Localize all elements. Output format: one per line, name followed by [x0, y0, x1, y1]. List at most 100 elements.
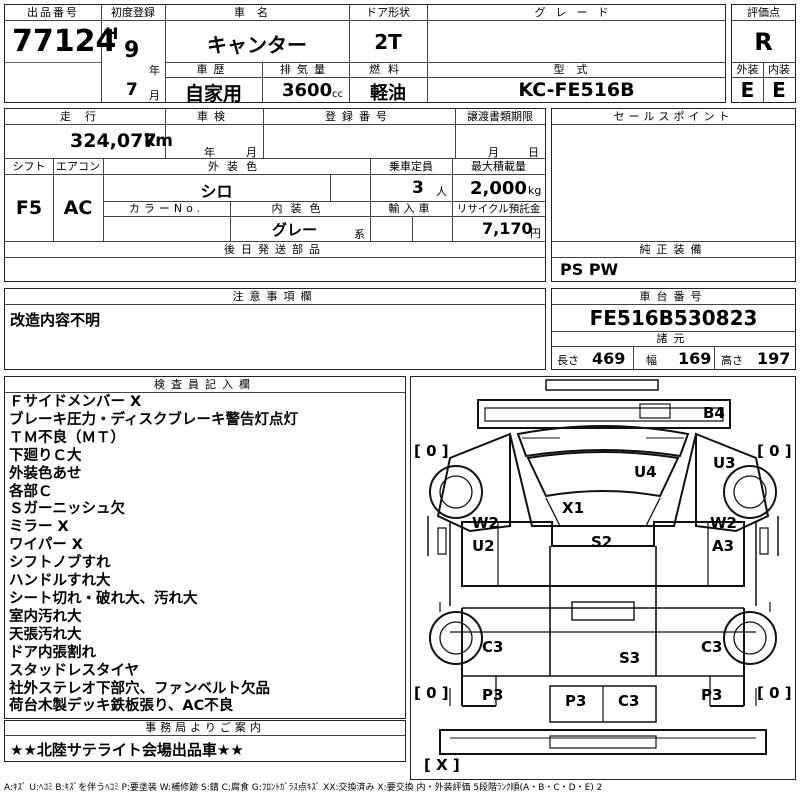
- inspector-note-line: 天張汚れ大: [9, 626, 82, 643]
- capacity-unit: 人: [436, 185, 447, 198]
- mark-c3-center: C3: [618, 692, 640, 710]
- history-label: 車歴: [196, 63, 231, 76]
- office-notice: ★★北陸サテライト会場出品車★★: [10, 741, 244, 759]
- first-registration-label: 初度登録: [111, 6, 155, 19]
- height: 197: [757, 349, 791, 368]
- year-unit: 年: [149, 64, 160, 77]
- first-registration-era: H: [105, 24, 119, 43]
- mileage-label: 走行: [60, 110, 110, 123]
- mark-c3-right: C3: [701, 638, 723, 656]
- sales-point-label: セールスポイント: [613, 110, 734, 123]
- model-code-label: 型式: [553, 63, 600, 76]
- inspection-label: 車検: [197, 110, 231, 123]
- exterior-color: シロ: [200, 182, 233, 201]
- deadline-month-unit: 月: [488, 146, 499, 159]
- max-load-unit: kg: [528, 184, 542, 197]
- office-notice-label: 事務局よりご案内: [145, 721, 265, 734]
- tire-front-right: [ 0 ]: [757, 442, 792, 460]
- mark-x1: X1: [562, 499, 585, 517]
- interior-score-label: 内装: [768, 63, 790, 76]
- recycle-fee: 7,170: [482, 219, 533, 238]
- inspector-note-line: 下廻りＣ大: [9, 447, 82, 464]
- mark-c3-left: C3: [482, 638, 504, 656]
- inspector-note-line: 各部Ｃ: [9, 483, 53, 500]
- inspector-note-line: スタッドレスタイヤ: [9, 662, 140, 679]
- height-label: 高さ: [721, 354, 743, 367]
- spare-tire: [ X ]: [424, 756, 460, 774]
- mark-s2: S2: [591, 533, 613, 551]
- displacement: 3600: [282, 80, 333, 101]
- color-number-label: カラーNo.: [128, 202, 205, 215]
- inspector-note-line: 荷台木製デッキ鉄板張り、AC不良: [9, 698, 234, 715]
- tire-rear-left: [ 0 ]: [414, 684, 449, 702]
- plate-number-label: 登録番号: [325, 110, 393, 123]
- later-parts-label: 後日発送部品: [224, 243, 326, 256]
- mileage: 324,077: [70, 130, 157, 152]
- inspector-note-line: ミラー X: [9, 519, 69, 536]
- fuel-label: 燃料: [369, 63, 407, 76]
- inspector-note-line: ハンドルすれ大: [9, 573, 111, 590]
- inspector-note-line: ドア内張割れ: [9, 644, 96, 661]
- interior-color-label: 内装色: [271, 202, 329, 215]
- dimensions-label: 諸元: [656, 332, 691, 345]
- mark-w2-left: W2: [472, 514, 499, 532]
- exterior-score: E: [740, 78, 755, 102]
- inspector-note-line: 室内汚れ大: [9, 608, 82, 625]
- deadline-day-unit: 日: [528, 146, 539, 159]
- displacement-unit: cc: [332, 89, 343, 100]
- interior-color-unit: 系: [354, 228, 365, 241]
- length-label: 長さ: [557, 354, 579, 367]
- grade-label: グレード: [534, 6, 619, 19]
- lot-number: 77124: [12, 24, 117, 59]
- inspector-note-line: シート切れ・破れ大、汚れ大: [9, 590, 198, 607]
- first-registration-month: 7: [126, 80, 138, 100]
- lot-number-label: 出品番号: [27, 6, 79, 19]
- inspector-notes-block: [4, 376, 406, 719]
- inspector-note-line: ＴＭ不良（ＭＴ）: [9, 429, 125, 446]
- interior-color: グレー: [272, 221, 318, 239]
- caution-block: [4, 288, 546, 370]
- door-type: 2T: [374, 30, 402, 54]
- mark-s3: S3: [619, 649, 641, 667]
- score-label: 評価点: [747, 6, 780, 19]
- legend: A:ｷｽﾞ U:ﾍｺﾐ B:ｷｽﾞを伴うﾍｺﾐ P:要塗装 W:補修跡 S:錆 …: [4, 783, 603, 793]
- aircon-label: エアコン: [56, 160, 100, 173]
- tire-rear-right: [ 0 ]: [757, 684, 792, 702]
- truck-diagram: [427, 379, 779, 755]
- import-label: 輸入車: [388, 202, 434, 215]
- shift: F5: [15, 197, 43, 219]
- width-label: 幅: [646, 354, 657, 367]
- mark-u3: U3: [713, 454, 736, 472]
- tire-front-left: [ 0 ]: [414, 442, 449, 460]
- inspector-note-line: Ｆサイドメンバー X: [9, 394, 142, 410]
- history: 自家用: [184, 83, 242, 105]
- car-name-label: 車名: [234, 6, 280, 19]
- max-load-label: 最大積載量: [471, 160, 526, 173]
- mark-w2-right: W2: [710, 514, 737, 532]
- sales-point-block: [551, 108, 796, 282]
- chassis-block: [551, 288, 796, 370]
- max-load: 2,000: [470, 178, 527, 199]
- inspector-note-line: ワイパー X: [9, 537, 83, 554]
- overall-score: R: [754, 28, 773, 56]
- caution-text: 改造内容不明: [10, 311, 101, 329]
- mark-u2: U2: [472, 537, 495, 555]
- inspector-note-line: 社外ステレオ下部穴、ファンベルト欠品: [9, 680, 270, 697]
- mark-p3-center: P3: [565, 692, 587, 710]
- inspector-note-line: 外装色あせ: [9, 465, 82, 482]
- interior-score: E: [772, 78, 786, 102]
- capacity-label: 乗車定員: [389, 160, 433, 173]
- inspector-note-line: シフトノブすれ: [9, 555, 111, 572]
- inspection-year-unit: 年: [204, 146, 215, 159]
- month-unit: 月: [149, 89, 160, 102]
- chassis-number-label: 車台番号: [639, 290, 708, 303]
- recycle-fee-label: リサイクル預託金: [456, 203, 541, 215]
- inspection-month-unit: 月: [246, 146, 257, 159]
- first-registration-year: 9: [124, 38, 140, 63]
- mark-p3-right: P3: [701, 686, 723, 704]
- inspector-notes-label: 検査員記入欄: [154, 378, 256, 391]
- car-name: キャンター: [207, 33, 307, 57]
- chassis-number: FE516B530823: [589, 306, 758, 330]
- equipment-label: 純正装備: [639, 243, 708, 256]
